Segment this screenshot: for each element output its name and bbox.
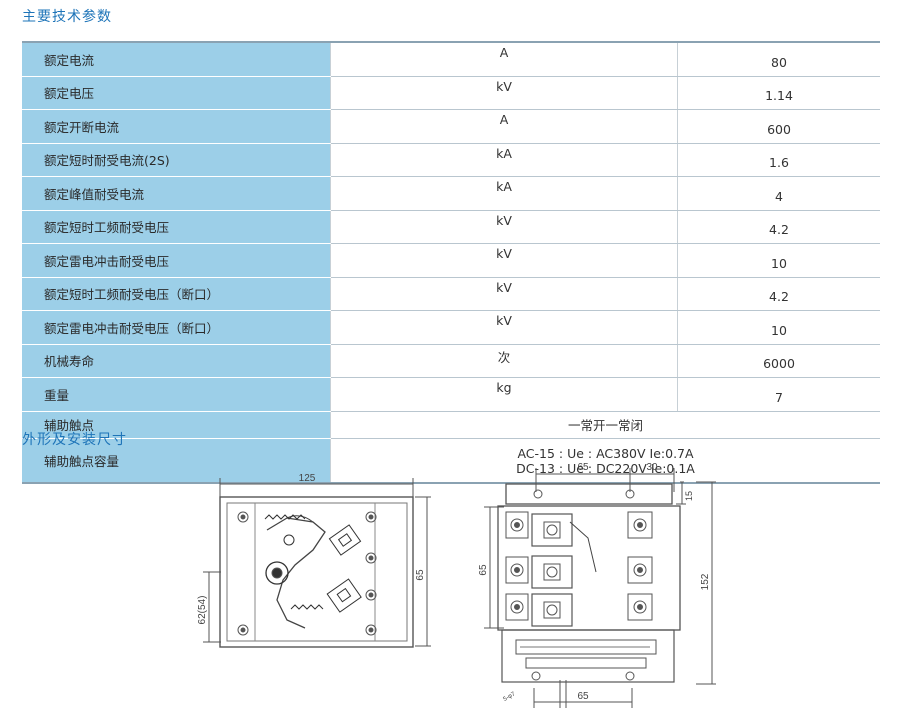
aux-capacity-line-2: DC-13 : Ue : DC220V Ie:0.1A xyxy=(516,460,695,476)
param-value: 一常开一常闭 xyxy=(330,411,880,439)
param-name: 额定雷电冲击耐受电压（断口） xyxy=(22,310,331,345)
param-value: 600 xyxy=(677,109,880,144)
param-value: 80 xyxy=(677,41,880,77)
param-unit: kV xyxy=(330,277,678,311)
param-name: 辅助触点 xyxy=(22,411,331,439)
param-name: 辅助触点容量 xyxy=(22,438,331,484)
param-name: 额定开断电流 xyxy=(22,109,331,144)
param-unit: kV xyxy=(330,76,678,110)
param-value: 1.6 xyxy=(677,143,880,177)
param-unit: kV xyxy=(330,310,678,345)
aux-capacity-line-1: AC-15 : Ue : AC380V Ie:0.7A xyxy=(517,445,694,461)
param-unit: A xyxy=(330,109,678,144)
dim-left-label: 65 xyxy=(478,564,489,576)
param-unit: kV xyxy=(330,210,678,244)
param-value: 4 xyxy=(677,176,880,211)
specs-section-title: 主要技术参数 xyxy=(22,9,112,25)
dim-small-label: 15 xyxy=(684,491,694,501)
param-name: 额定短时工频耐受电压 xyxy=(22,210,331,244)
param-value: 1.14 xyxy=(677,76,880,110)
param-value: 4.2 xyxy=(677,277,880,311)
param-unit: 次 xyxy=(330,344,678,378)
side-view-drawing: 65 30 15 152 65 65 5-φ7 xyxy=(478,462,716,708)
hole-spec-label: 5-φ7 xyxy=(503,691,517,703)
param-value: 10 xyxy=(677,243,880,278)
front-view-drawing: 125 65 62(54) xyxy=(197,473,431,648)
param-name: 额定电压 xyxy=(22,76,331,110)
param-name: 额定峰值耐受电流 xyxy=(22,176,331,211)
param-value: 10 xyxy=(677,310,880,345)
param-value: 6000 xyxy=(677,344,880,378)
dim-height-label: 152 xyxy=(700,573,711,590)
dim-top-a-label: 65 xyxy=(577,462,589,473)
param-unit: kA xyxy=(330,176,678,211)
dim-bottom-label: 65 xyxy=(577,691,589,702)
param-name: 额定电流 xyxy=(22,41,331,77)
dimensions-section-title: 外形及安装尺寸 xyxy=(22,432,127,448)
dim-side-label: 62(54) xyxy=(197,596,208,625)
param-name: 额定雷电冲击耐受电压 xyxy=(22,243,331,278)
dim-width-label: 125 xyxy=(299,473,316,484)
param-unit: kg xyxy=(330,377,678,412)
dim-top-b-label: 30 xyxy=(646,462,658,473)
param-name: 额定短时工频耐受电压（断口） xyxy=(22,277,331,311)
dim-height-label: 65 xyxy=(415,569,426,581)
table-row: 辅助触点一常开一常闭 xyxy=(22,411,880,439)
param-name: 重量 xyxy=(22,377,331,412)
param-unit: A xyxy=(330,41,678,77)
param-value: 4.2 xyxy=(677,210,880,244)
param-name: 额定短时耐受电流(2S) xyxy=(22,143,331,177)
param-unit: kA xyxy=(330,143,678,177)
param-unit: kV xyxy=(330,243,678,278)
param-name: 机械寿命 xyxy=(22,344,331,378)
param-value: 7 xyxy=(677,377,880,412)
